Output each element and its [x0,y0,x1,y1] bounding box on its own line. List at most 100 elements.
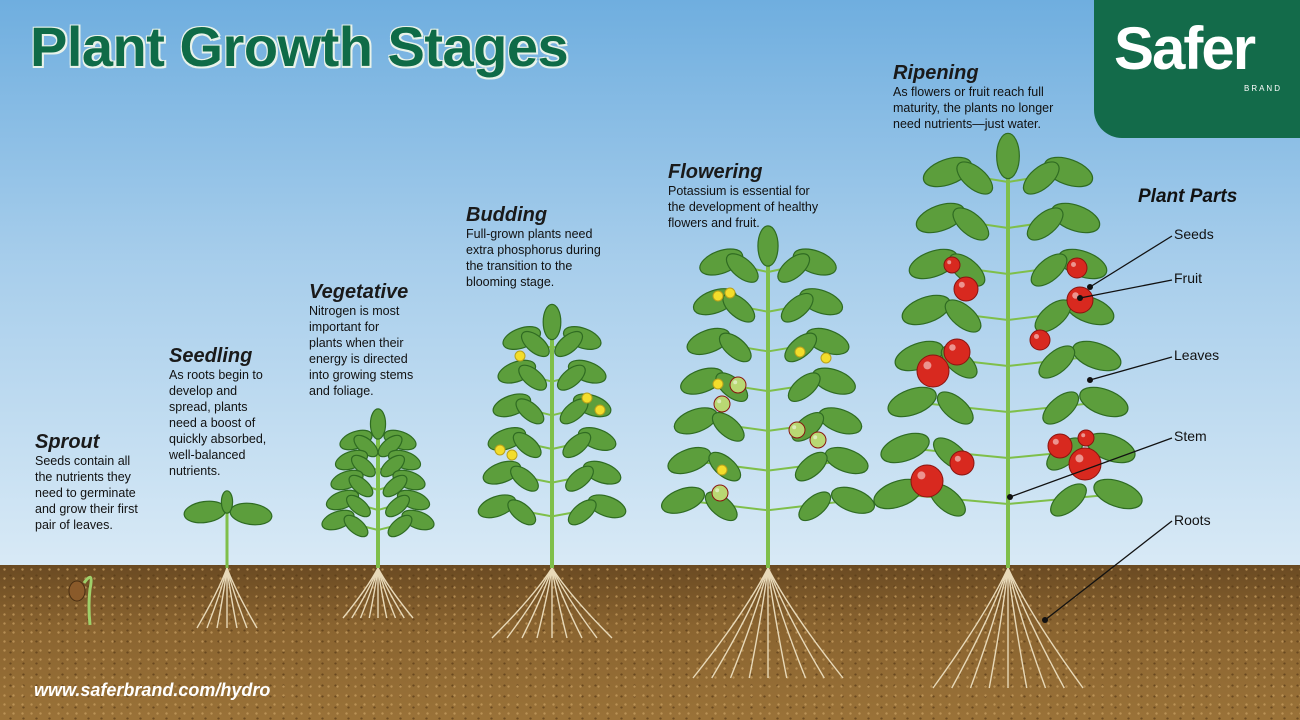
tomato-shine [1075,454,1084,463]
stage-text-line: develop and [169,384,238,398]
leaf [1030,253,1068,287]
tomato-shine [949,344,956,351]
flower [506,449,518,461]
root [551,567,568,639]
tomato-shine [917,471,926,480]
leaf [780,292,814,323]
stage-text-line: plants when their [309,336,404,350]
tomato-shine [958,281,965,288]
root [767,567,788,679]
brand-sub: BRAND [1243,84,1282,93]
root [506,567,553,639]
root [521,567,553,639]
tomato-shine [954,455,961,462]
leaf [512,431,542,459]
leaf [518,364,548,391]
leader-line [1089,235,1173,288]
leaf [542,303,562,341]
tomato [809,431,827,449]
stage-text-line: need a boost of [169,416,256,430]
leaf [718,332,752,363]
tomato-shine [813,435,818,440]
flower [594,404,606,416]
brand-name: Safer [1114,15,1256,82]
root [359,567,379,619]
leader-line [1044,520,1173,621]
leader-dot [1087,284,1093,290]
stage-flowering: Flowering Potassium is essential for the… [668,161,858,231]
tomato [953,276,979,302]
root [1007,567,1065,689]
leaf [725,253,759,283]
leaf [704,491,738,522]
stage-text-line: Seeds contain all [35,454,131,468]
leaf [711,412,745,442]
brand-logo[interactable]: Safer BRAND [1094,0,1300,138]
tomato-shine [1072,292,1079,299]
leaf [661,486,705,514]
leaf [220,490,234,514]
page-title: Plant Growth Stages [30,15,569,78]
stage-text-line: Potassium is essential for [668,184,810,198]
flower [581,392,593,404]
stage-title: Flowering [668,161,763,183]
tomato-shine [792,425,797,430]
leaf [824,446,869,475]
tomato [1068,447,1102,481]
leader-dot [1007,494,1013,500]
part-label-roots: Roots [1174,512,1211,528]
stage-title: Vegetative [309,281,409,303]
flower [712,290,724,302]
stage-text-line: and foliage. [309,384,374,398]
stage-text-line: energy is directed [309,352,408,366]
root [551,567,583,639]
tomato [910,464,944,498]
leaf [887,386,937,418]
stage-text-line: the nutrients they [35,470,131,484]
tomato-shine [1052,438,1059,445]
leaf [229,502,273,526]
flower [514,350,526,362]
stage-text-line: pair of leaves. [35,518,113,532]
leaf [952,207,990,241]
root [1007,567,1028,689]
root [767,567,807,679]
sprout-shoot [82,575,93,626]
tomato-shine [715,488,720,493]
leaf [757,225,779,267]
stage-text-line: quickly absorbed, [169,432,267,446]
root [748,567,769,679]
leaf [482,460,522,485]
leaf [667,446,712,475]
stage-budding: Budding Full-grown plants need extra pho… [466,204,636,290]
stage-text-line: maturity, the plants no longer [893,101,1054,115]
leaf [1093,478,1143,510]
tomato-shine [1081,433,1086,438]
leaf [1038,345,1076,379]
stage-text-line: Nitrogen is most [309,304,400,318]
root [969,567,1009,689]
root [551,567,598,639]
root [988,567,1009,689]
stage-text-line: spread, plants [169,400,248,414]
part-label-stem: Stem [1174,428,1207,444]
leaf [562,431,592,459]
leaf [582,460,622,485]
website-url[interactable]: www.saferbrand.com/hydro [34,680,271,700]
stage-title: Budding [466,204,548,226]
seed [68,580,86,602]
stage-text-line: the development of healthy [668,200,819,214]
tomato [713,395,731,413]
leaf [777,253,811,283]
root [767,567,825,679]
root [226,567,258,629]
leaf [554,330,584,358]
stage-text-line: well-balanced [169,448,246,462]
leaf [880,432,930,464]
stage-title: Seedling [169,345,253,367]
leaf [794,451,828,482]
flower [820,352,832,364]
root [1007,567,1047,689]
stage-text-line: extra phosphorus during [466,243,601,257]
leaf [956,161,994,195]
